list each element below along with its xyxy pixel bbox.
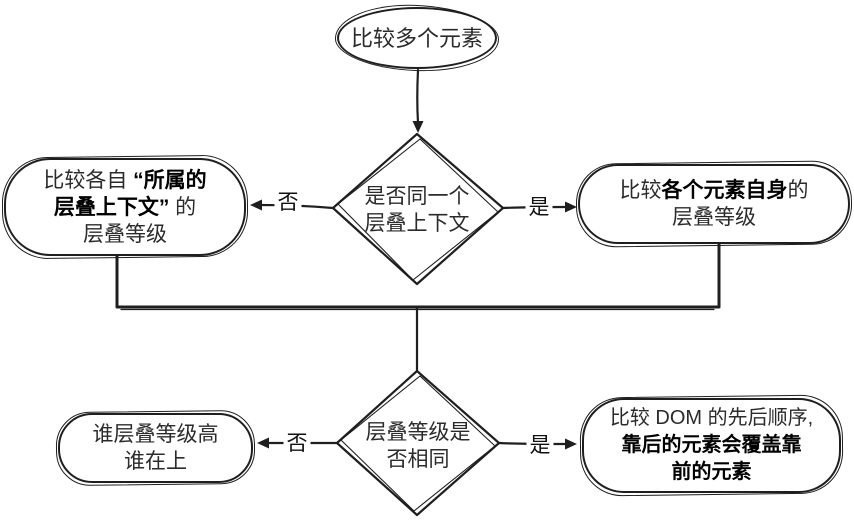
merge-connector — [115, 241, 721, 372]
decision1-diamond — [331, 132, 505, 286]
start-node: 比较多个元素 — [337, 7, 497, 69]
box-higher-level-on-top-label: 谁层叠等级高 谁在上 — [92, 423, 219, 473]
decision1-line2: 层叠上下文 — [364, 212, 470, 235]
decision2-line2: 否相同 — [386, 448, 450, 471]
box-element-own-level-label: 比较各个元素自身的 层叠等级 — [619, 179, 809, 229]
decision1-label: 是否同一个 层叠上下文 — [332, 183, 502, 237]
decision2-diamond — [335, 369, 501, 517]
decision2-label: 层叠等级是 否相同 — [332, 419, 504, 473]
edge-start-to-decision1 — [412, 68, 424, 133]
box-dom-order: 比较 DOM 的先后顺序, 靠后的元素会覆盖靠 前的元素 — [582, 398, 841, 493]
box-own-stacking-context-label: 比较各自 “所属的 层叠上下文” 的 层叠等级 — [43, 168, 207, 246]
box-own-stacking-context: 比较各自 “所属的 层叠上下文” 的 层叠等级 — [4, 158, 246, 256]
decision1-line1: 是否同一个 — [364, 185, 470, 208]
edge-label-yes-2: 是 — [526, 429, 554, 459]
decision2-line1: 层叠等级是 — [365, 421, 471, 444]
edge-label-no-1: 否 — [274, 186, 302, 216]
box-dom-order-label: 比较 DOM 的先后顺序, 靠后的元素会覆盖靠 前的元素 — [609, 407, 814, 483]
edge-label-yes-1: 是 — [525, 191, 553, 221]
start-label: 比较多个元素 — [350, 25, 483, 51]
box-element-own-level: 比较各个元素自身的 层叠等级 — [578, 164, 850, 244]
edge-label-no-2: 否 — [283, 427, 311, 457]
box-higher-level-on-top: 谁层叠等级高 谁在上 — [58, 413, 253, 483]
